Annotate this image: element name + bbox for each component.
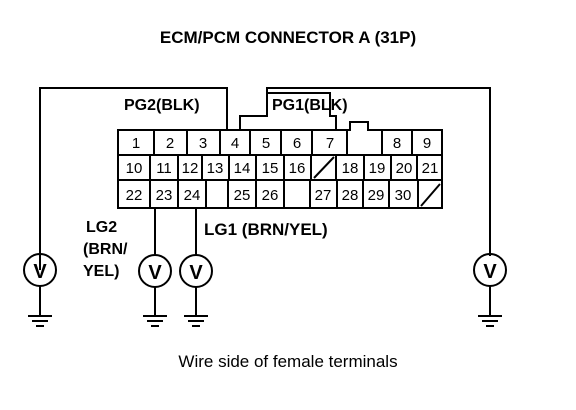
blank-cavity-17-slash [313,156,335,179]
lg2-label-line2: (BRN/ [83,241,128,258]
row3-separators [149,180,419,208]
pin-12: 12 [182,160,199,177]
svg-text:V: V [148,262,162,284]
pin-14: 14 [234,160,251,177]
diagram-title: ECM/PCM CONNECTOR A (31P) [159,28,417,47]
svg-text:V: V [189,262,203,284]
pin-7: 7 [326,135,334,152]
pin-10: 10 [126,160,143,177]
pin-18: 18 [342,160,359,177]
pin-4: 4 [231,135,239,152]
pin-19: 19 [369,160,386,177]
row2-separators [149,155,418,180]
pg1-wire [266,87,491,256]
pin-29: 29 [368,187,385,204]
voltmeter-lg2-icon: V [138,254,172,327]
pg1-label: PG1(BLK) [272,97,348,114]
pin-28: 28 [342,187,359,204]
voltmeter-left-icon: V [23,253,57,327]
pin-30: 30 [395,187,412,204]
pin-24: 24 [184,187,201,204]
diagram-caption: Wire side of female terminals [178,352,398,371]
pin-6: 6 [293,135,301,152]
pin-2: 2 [166,135,174,152]
pin-15: 15 [262,160,279,177]
lg2-label-line3: YEL) [83,263,119,280]
pin-25: 25 [234,187,251,204]
pg1-bracket [239,92,337,130]
lg1-label: LG1 (BRN/YEL) [204,220,328,239]
svg-text:V: V [33,261,47,283]
voltmeter-right-icon: V [473,253,507,327]
pin-1: 1 [132,135,140,152]
pin-16: 16 [289,160,306,177]
svg-text:V: V [483,261,497,283]
pin-27: 27 [315,187,332,204]
blank-cavity-31-slash [420,183,441,207]
pg2-wire [39,87,228,270]
row1-separators [153,130,413,155]
pg2-label: PG2(BLK) [124,97,200,114]
connector-outline [117,121,443,209]
pin-21: 21 [422,160,439,177]
pin-8: 8 [393,135,401,152]
pin-3: 3 [199,135,207,152]
pin-9: 9 [423,135,431,152]
lg2-label-line1: LG2 [86,219,117,236]
pin-20: 20 [396,160,413,177]
pin-11: 11 [156,160,172,177]
pin-26: 26 [262,187,279,204]
pin-22: 22 [126,187,143,204]
voltmeter-lg1-icon: V [179,254,213,327]
pin-23: 23 [156,187,173,204]
pin-13: 13 [207,160,224,177]
pin-5: 5 [262,135,270,152]
